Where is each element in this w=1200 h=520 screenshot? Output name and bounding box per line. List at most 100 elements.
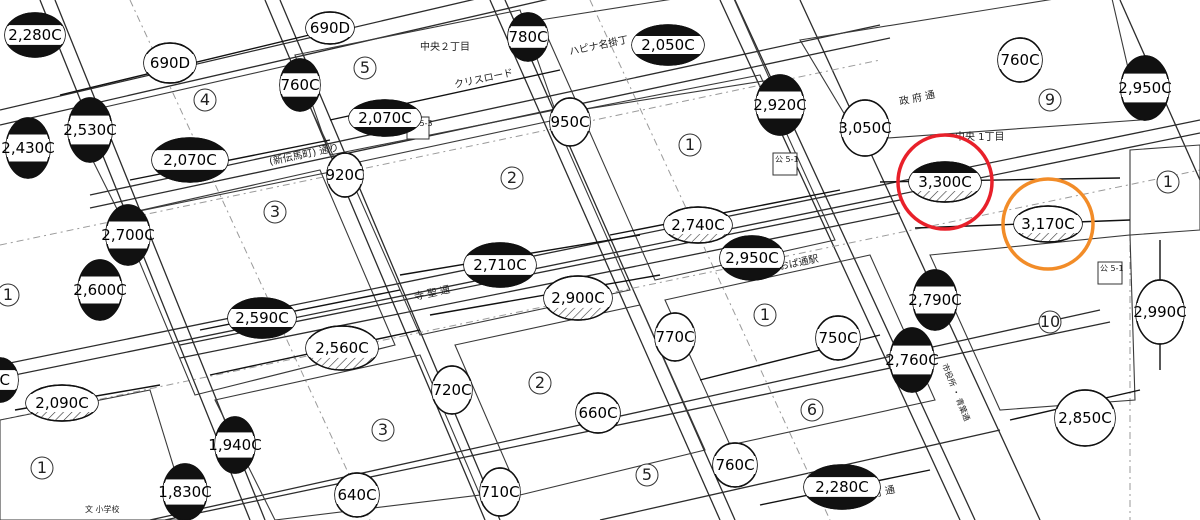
block-number-circle [1038,88,1062,112]
price-label: 2,090C [35,394,88,412]
price-marker-band [713,456,757,474]
highlight-markers [896,133,1095,271]
price-marker: 2,070C [151,137,229,183]
price-marker: 3,300C [908,161,982,203]
price-marker-shade-top [909,162,981,173]
price-marker: 690D [143,42,197,84]
price-marker-band [480,483,520,501]
street-crisroad: クリスロード [453,67,514,91]
price-label: 2,950C [1118,79,1171,97]
street-hapina: ハピナ名掛丁 [568,33,629,58]
price-label: 660C [578,404,617,422]
price-marker: 2,600C [73,259,127,321]
price-marker-band [306,339,378,357]
price-label: 950C [550,113,589,131]
price-marker: 2,760C [885,327,939,393]
street-seiraku: 政 府 通 [898,88,936,108]
price-label: 920C [325,166,364,184]
price-marker-band [544,289,612,307]
block-number: 9 [1045,90,1055,109]
block-number: 1 [685,135,695,154]
school-label: 文 小学校 [85,504,120,514]
price-marker-band [1121,79,1169,97]
price-marker: 2,280C [803,464,881,510]
price-marker: 2,790C [908,269,962,331]
price-marker: 2,590C [227,297,297,339]
price-marker-shade-bottom [228,327,296,338]
price-label: 3,170C [1021,215,1074,233]
price-marker-shade-bottom [1121,102,1169,120]
block-number-circle [635,463,659,487]
price-marker: 660C [575,392,621,434]
orange-highlight-circle [1001,177,1095,271]
block-number-circle [0,283,20,307]
price-marker-band [106,226,150,244]
price-marker: 3,170C [1013,205,1083,243]
price-marker-band [327,166,363,184]
price-label: 2,950C [725,249,778,267]
price-marker-shade-bottom [26,411,98,421]
price-marker: 750C [815,315,861,361]
price-marker: 760C [997,37,1043,83]
price-label: 2,700C [101,226,154,244]
block-number-circle [678,133,702,157]
price-marker: 2,090C [25,384,99,422]
price-label: 750C [818,329,857,347]
price-marker-band [78,281,122,299]
block-number: 1 [1163,172,1173,191]
price-marker: 950C [549,97,591,147]
price-marker-band [349,109,421,127]
price-label: 2,530C [63,121,116,139]
price-marker-band [6,139,50,157]
price-marker-band [228,309,296,327]
price-marker: 2,560C [305,325,379,371]
price-label: 2,760C [885,351,938,369]
price-label: 2,850C [1058,409,1111,427]
price-marker: 2,740C [663,206,733,244]
price-marker-band [632,36,704,54]
block-number: 6 [807,400,817,419]
block-number: 1 [3,285,13,304]
price-marker: 720C [431,365,473,415]
price-marker: 2,850C [1054,389,1116,447]
block-number: 4 [200,90,210,109]
price-label: 690D [150,54,190,72]
price-label: 2,790C [908,291,961,309]
price-marker-band [756,96,804,114]
price-marker: 0C [0,357,19,403]
price-label: 690D [310,19,350,37]
price-marker-band [152,151,228,169]
price-label: 2,430C [1,139,54,157]
facility-ko-5-3: 公 5-3 [409,119,433,128]
price-marker-band [5,26,65,44]
block-number-circle [353,56,377,80]
street-shiyakusho: 市役所 ・ 青葉通 [940,362,972,422]
price-marker: 2,950C [1118,55,1172,121]
price-marker-shade-bottom [664,233,732,243]
price-marker: 3,050C [838,99,892,157]
price-label: 2,050C [641,36,694,54]
price-marker: 690D [305,11,355,45]
price-marker: 1,830C [158,463,212,520]
price-label: 2,900C [551,289,604,307]
price-marker: 2,430C [1,117,55,179]
price-label: 760C [1000,51,1039,69]
price-label: 0C [0,371,10,389]
price-marker-band [144,54,196,72]
block-number-circle [528,371,552,395]
price-marker-band [335,486,379,504]
price-label: 2,280C [8,26,61,44]
price-label: 2,590C [235,309,288,327]
price-marker-band [1136,303,1184,321]
price-marker: 760C [279,58,321,112]
block-number: 2 [535,373,545,392]
price-label: 2,990C [1133,303,1186,321]
price-arrow-lines [14,29,1161,506]
block-number: 5 [642,465,652,484]
price-marker-band [913,291,957,309]
price-marker-band [890,351,934,369]
price-label: 720C [432,381,471,399]
price-label: 2,710C [473,256,526,274]
